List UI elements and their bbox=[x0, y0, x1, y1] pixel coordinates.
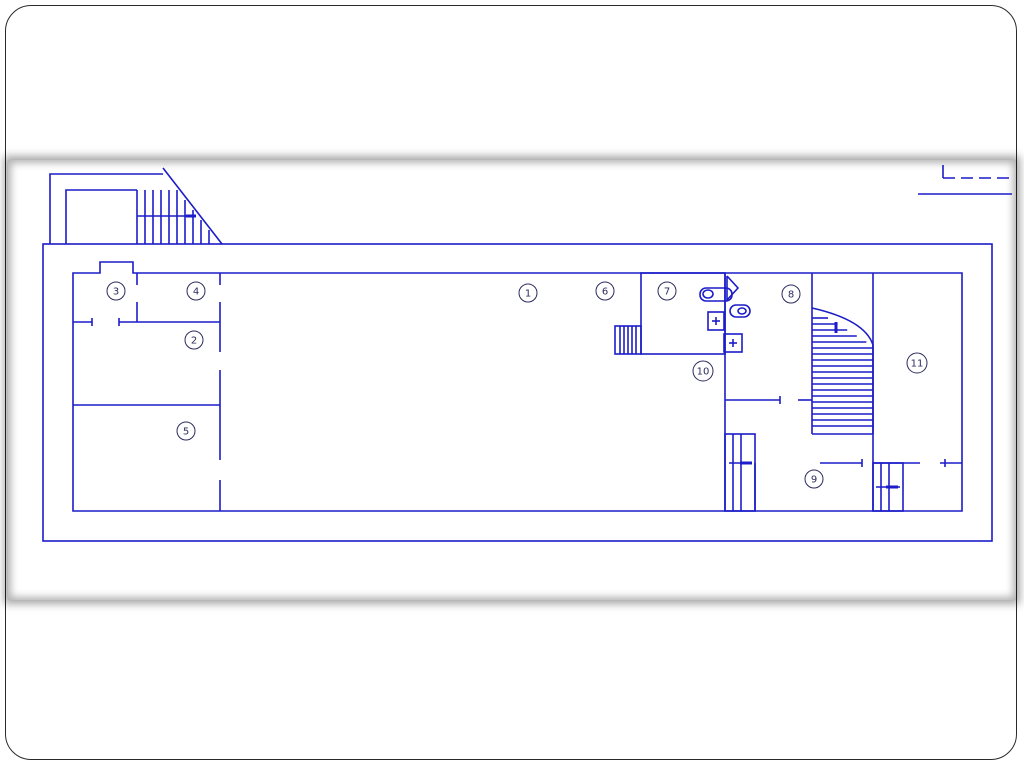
room-label: 10 bbox=[692, 360, 714, 382]
room-label: 7 bbox=[657, 281, 677, 301]
room-label: 2 bbox=[184, 330, 204, 350]
room-number: 7 bbox=[664, 287, 670, 298]
label-circle bbox=[906, 352, 928, 374]
room-number: 10 bbox=[697, 367, 710, 378]
room-label: 6 bbox=[595, 281, 615, 301]
label-circle bbox=[781, 284, 801, 304]
room-number: 1 bbox=[525, 289, 531, 300]
room-label: 9 bbox=[804, 469, 824, 489]
label-circle bbox=[804, 469, 824, 489]
room-label: 3 bbox=[106, 281, 126, 301]
room-number: 6 bbox=[602, 287, 608, 298]
room-labels: 1 2 3 4 5 6 7 8 bbox=[106, 281, 928, 489]
label-circle bbox=[176, 421, 196, 441]
drawing-band bbox=[8, 160, 1016, 600]
room-label: 1 bbox=[518, 283, 538, 303]
room-label: 11 bbox=[906, 352, 928, 374]
room-label: 4 bbox=[186, 281, 206, 301]
wc-block bbox=[614, 272, 751, 355]
spiral-stair-treads bbox=[812, 317, 873, 427]
room-number: 8 bbox=[788, 290, 794, 301]
label-circle bbox=[184, 330, 204, 350]
room-label: 8 bbox=[781, 284, 801, 304]
label-circle bbox=[657, 281, 677, 301]
label-circle bbox=[518, 283, 538, 303]
exterior-marks bbox=[918, 165, 1012, 195]
label-circle bbox=[186, 281, 206, 301]
label-circle bbox=[106, 281, 126, 301]
entry-stair bbox=[49, 167, 223, 245]
spiral-stair bbox=[811, 307, 874, 435]
room-number: 4 bbox=[193, 287, 199, 298]
small-stairs bbox=[724, 433, 904, 512]
room-number: 5 bbox=[183, 427, 189, 438]
room-number: 2 bbox=[191, 336, 197, 347]
room-number: 11 bbox=[911, 359, 924, 370]
right-partitions bbox=[724, 273, 962, 511]
left-partitions bbox=[73, 273, 221, 511]
label-circle bbox=[595, 281, 615, 301]
outer-walls bbox=[42, 243, 993, 542]
label-circle bbox=[692, 360, 714, 382]
room-label: 5 bbox=[176, 421, 196, 441]
room-number: 9 bbox=[811, 475, 817, 486]
room-number: 3 bbox=[113, 287, 119, 298]
